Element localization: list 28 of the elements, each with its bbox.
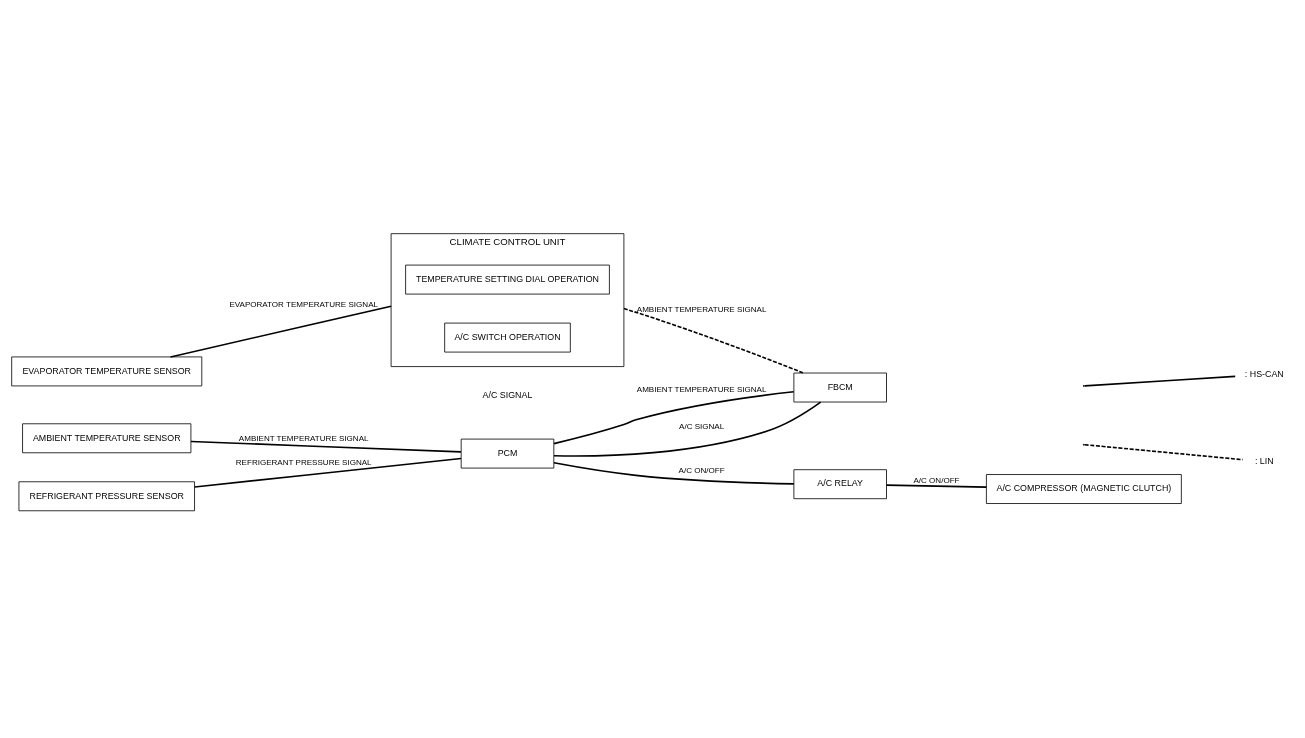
edge-label: A/C SIGNAL bbox=[679, 421, 725, 431]
connector bbox=[553, 401, 822, 457]
connector bbox=[885, 484, 988, 488]
legend-label: : LIN bbox=[1254, 455, 1274, 466]
edge-label: AMBIENT TEMPERATURE SIGNAL bbox=[636, 304, 767, 314]
connector bbox=[553, 391, 795, 445]
connector bbox=[169, 305, 392, 358]
node-box: EVAPORATOR TEMPERATURE SENSOR bbox=[11, 356, 203, 387]
connector bbox=[623, 307, 804, 374]
edge-label: AMBIENT TEMPERATURE SIGNAL bbox=[636, 385, 767, 395]
edge-label: REFRIGERANT PRESSURE SIGNAL bbox=[235, 457, 372, 467]
edge-label: A/C ON/OFF bbox=[913, 475, 960, 485]
node-box: FBCM bbox=[793, 372, 887, 403]
edge-label: A/C ON/OFF bbox=[678, 465, 725, 475]
connector bbox=[190, 440, 462, 453]
node-box: REFRIGERANT PRESSURE SENSOR bbox=[18, 481, 195, 512]
node-box: TEMPERATURE SETTING DIAL OPERATION bbox=[405, 264, 610, 295]
legend-label: : HS-CAN bbox=[1244, 368, 1284, 379]
node-box: A/C SWITCH OPERATION bbox=[444, 322, 571, 353]
edge-label: EVAPORATOR TEMPERATURE SIGNAL bbox=[229, 299, 378, 309]
node-box: A/C COMPRESSOR (MAGNETIC CLUTCH) bbox=[986, 474, 1182, 504]
node-box: AMBIENT TEMPERATURE SENSOR bbox=[22, 423, 192, 454]
connector bbox=[553, 461, 795, 485]
label: A/C SIGNAL bbox=[482, 389, 533, 400]
node-box: A/C RELAY bbox=[793, 469, 887, 500]
edge-label: AMBIENT TEMPERATURE SIGNAL bbox=[238, 433, 369, 443]
node-box: PCM bbox=[460, 438, 555, 469]
connector bbox=[193, 457, 462, 488]
